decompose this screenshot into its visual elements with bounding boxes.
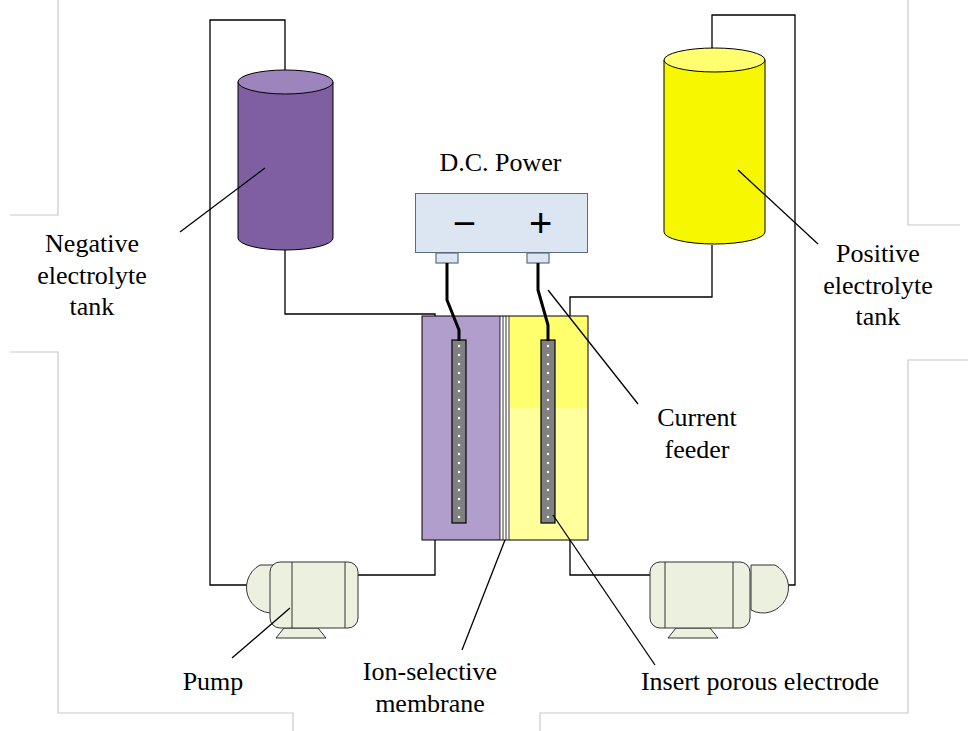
pipes (210, 15, 795, 585)
part-label: Pump (183, 666, 244, 698)
pore-dot (547, 516, 549, 518)
pore-dot (458, 408, 460, 410)
pore-dot (547, 480, 549, 482)
pore-dot (458, 345, 460, 347)
pore-dot (458, 507, 460, 509)
terminal-sign: + (529, 203, 552, 243)
pore-dot (458, 480, 460, 482)
node-heading: D.C. Power (439, 148, 561, 178)
pore-dot (547, 363, 549, 365)
part-label: Ion-selective membrane (325, 656, 535, 719)
pore-dot (458, 471, 460, 473)
pore-dot (458, 354, 460, 356)
pore-dot (458, 426, 460, 428)
terminal-sign: − (453, 203, 476, 243)
pore-dot (547, 462, 549, 464)
left-pump (246, 562, 358, 638)
pore-dot (458, 390, 460, 392)
pore-dot (547, 417, 549, 419)
pore-dot (547, 381, 549, 383)
right-pump (650, 562, 789, 638)
pore-dot (547, 390, 549, 392)
pore-dot (547, 354, 549, 356)
pore-dot (547, 435, 549, 437)
tank-label: Positive electrolyte tank (803, 238, 953, 333)
pore-dot (458, 453, 460, 455)
terminals (436, 253, 549, 263)
negative-tank (238, 70, 333, 250)
pore-dot (458, 372, 460, 374)
pore-dot (458, 516, 460, 518)
cell (422, 316, 588, 540)
frame-lines (10, 0, 968, 731)
pore-dot (547, 471, 549, 473)
pore-dot (547, 498, 549, 500)
pore-dot (547, 489, 549, 491)
pore-dot (547, 399, 549, 401)
pore-dot (458, 435, 460, 437)
power-supply-box: D.C. Power−+ (415, 193, 588, 253)
current-feeder-wires (447, 263, 548, 341)
pore-dot (458, 489, 460, 491)
pore-dot (458, 381, 460, 383)
tank-label: Negative electrolyte tank (12, 228, 172, 323)
pore-dot (458, 498, 460, 500)
pore-dot (458, 363, 460, 365)
part-label: Current feeder (632, 402, 762, 465)
pore-dot (547, 408, 549, 410)
electrode-pores (458, 345, 549, 518)
pore-dot (547, 345, 549, 347)
positive-tank (664, 48, 765, 244)
pore-dot (458, 417, 460, 419)
pore-dot (547, 426, 549, 428)
pore-dot (547, 444, 549, 446)
pore-dot (458, 462, 460, 464)
pore-dot (458, 444, 460, 446)
part-label: Insert porous electrode (641, 666, 879, 698)
pore-dot (458, 399, 460, 401)
pore-dot (547, 453, 549, 455)
leader-lines (180, 168, 818, 665)
pore-dot (547, 372, 549, 374)
pore-dot (547, 507, 549, 509)
